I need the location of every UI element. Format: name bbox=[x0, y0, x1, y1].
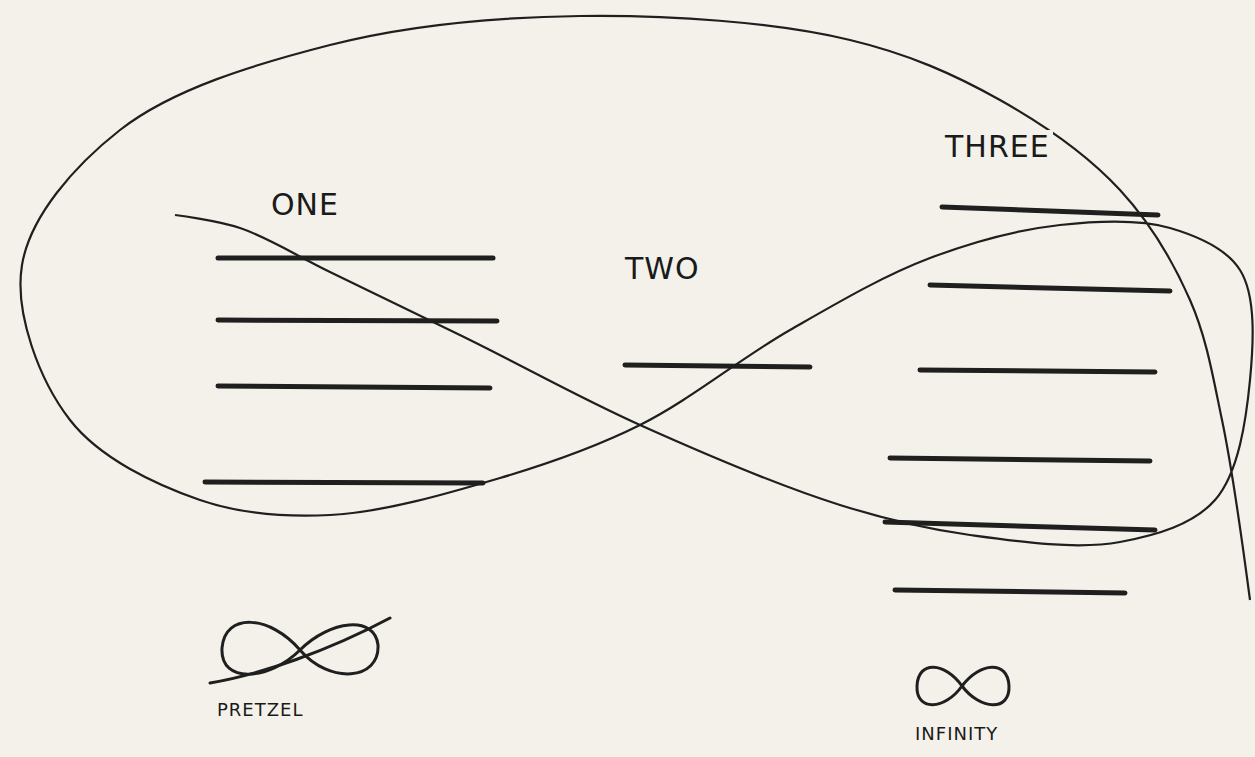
bar bbox=[895, 590, 1125, 593]
curve-layer bbox=[21, 16, 1253, 600]
bar bbox=[885, 522, 1155, 530]
bar bbox=[920, 370, 1155, 372]
section-label: THREE bbox=[942, 130, 1053, 163]
infinity-icon bbox=[917, 667, 1009, 705]
bars bbox=[205, 207, 1170, 593]
bar bbox=[218, 256, 493, 261]
icon-caption: PRETZEL bbox=[214, 700, 306, 720]
bar bbox=[942, 207, 1158, 215]
bar bbox=[218, 320, 497, 321]
infinity-loop bbox=[917, 667, 1009, 705]
icon-caption: INFINITY bbox=[912, 724, 1001, 744]
pretzel-stroke bbox=[210, 618, 390, 683]
bar bbox=[218, 386, 490, 388]
pretzel-loop bbox=[222, 622, 378, 674]
bar bbox=[890, 458, 1150, 461]
bar bbox=[625, 365, 810, 367]
section-label: TWO bbox=[622, 252, 703, 285]
bar bbox=[930, 285, 1170, 291]
bar bbox=[205, 482, 483, 483]
pretzel-icon bbox=[210, 618, 390, 683]
section-label: ONE bbox=[268, 188, 342, 221]
figure-eight-curve bbox=[21, 16, 1253, 600]
